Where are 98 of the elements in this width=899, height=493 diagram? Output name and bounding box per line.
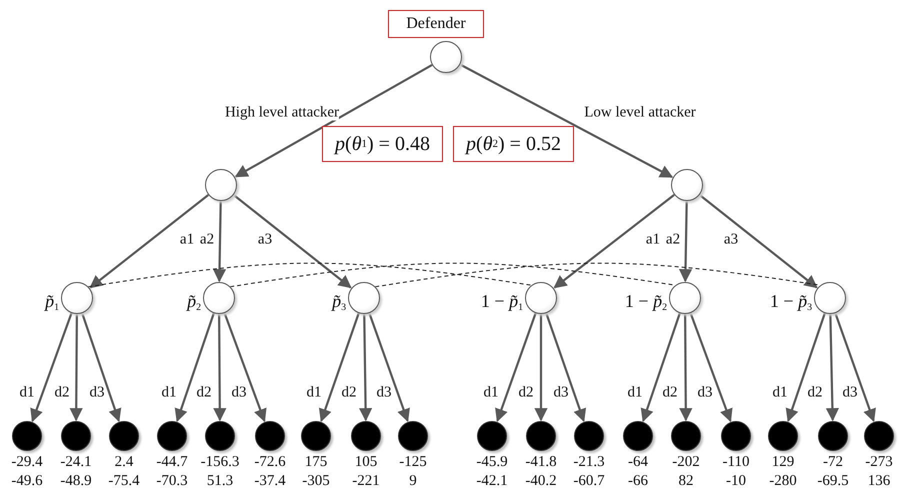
arrow — [318, 312, 360, 422]
arrow — [553, 194, 676, 288]
payoff-value: 105 — [354, 455, 378, 470]
arrow — [212, 200, 226, 282]
probability-label: 1 − p̃$_{3}$ — [770, 292, 812, 313]
terminal-node — [864, 421, 894, 451]
chance-node — [525, 282, 557, 314]
payoff-value: -70.3 — [156, 474, 188, 489]
arrow — [232, 194, 352, 288]
payoff-value: -40.2 — [525, 474, 557, 489]
decision-node — [430, 41, 462, 73]
terminal-node — [109, 421, 139, 451]
terminal-node — [398, 421, 428, 451]
payoff-value: -21.3 — [573, 455, 605, 470]
chance-node — [61, 282, 93, 314]
terminal-node — [477, 421, 507, 451]
payoff-value: -60.7 — [573, 474, 605, 489]
arrow — [640, 312, 681, 422]
arrow — [224, 312, 267, 422]
probability-label: p̃$_{1}$ — [45, 292, 59, 313]
arrow — [786, 312, 826, 422]
payoff-value: -280 — [769, 474, 797, 489]
payoff-value: -37.4 — [254, 474, 286, 489]
terminal-node — [574, 421, 604, 451]
arrow — [213, 314, 226, 422]
terminal-node — [255, 421, 285, 451]
terminal-node — [61, 421, 91, 451]
information-set-line — [88, 262, 532, 288]
arrow — [679, 314, 692, 422]
terminal-node — [721, 421, 751, 451]
chance-node — [814, 282, 846, 314]
terminal-node — [205, 421, 235, 451]
payoff-value: -45.9 — [476, 455, 508, 470]
edge-label: High level attacker — [224, 106, 340, 120]
terminal-node — [301, 421, 331, 451]
terminal-node — [526, 421, 556, 451]
payoff-value: 2.4 — [114, 455, 134, 470]
payoff-value: 136 — [868, 474, 890, 489]
arrow — [234, 64, 433, 178]
payoff-value: -48.9 — [60, 474, 92, 489]
payoff-value: 51.3 — [206, 474, 234, 489]
payoff-value: -44.7 — [156, 455, 188, 470]
payoff-value: -273 — [865, 455, 893, 470]
payoff-value: -29.4 — [11, 455, 43, 470]
probability-label: p̃$_{2}$ — [187, 292, 201, 313]
payoff-value: -69.5 — [817, 474, 849, 489]
terminal-node — [12, 421, 42, 451]
payoff-value: -66 — [628, 474, 648, 489]
arrow — [495, 312, 537, 422]
arrow — [690, 312, 733, 422]
arrow — [359, 314, 372, 422]
arrow — [174, 312, 215, 422]
chance-node — [669, 282, 701, 314]
payoff-value: -125 — [399, 455, 427, 470]
arrow — [70, 314, 83, 422]
payoff-value: -221 — [352, 474, 380, 489]
terminal-node — [351, 421, 381, 451]
probability-label: 1 − p̃$_{2}$ — [624, 292, 667, 313]
player-label: Defender — [388, 10, 484, 38]
payoff-value: -64 — [628, 455, 648, 470]
payoff-value: -305 — [302, 474, 330, 489]
payoff-value: -110 — [722, 455, 750, 470]
payoff-value: -156.3 — [200, 455, 240, 470]
arrow — [368, 312, 410, 422]
probability-label: 1 − p̃$_{1}$ — [480, 292, 523, 313]
terminal-node — [671, 421, 701, 451]
payoff-value: -72.6 — [254, 455, 286, 470]
payoff-value: -10 — [726, 474, 746, 489]
chance-node — [203, 282, 235, 314]
arrow — [826, 314, 839, 422]
terminal-node — [157, 421, 187, 451]
payoff-value: -24.1 — [60, 455, 92, 470]
payoff-value: -49.6 — [11, 474, 43, 489]
payoff-value: -41.8 — [525, 455, 557, 470]
arrow — [460, 64, 674, 178]
arrow — [89, 194, 210, 288]
chance-node — [348, 282, 380, 314]
payoff-value: 9 — [409, 474, 417, 489]
chance-node — [671, 169, 703, 201]
payoff-value: 129 — [772, 455, 794, 470]
chance-node — [205, 169, 237, 201]
terminal-node — [623, 421, 653, 451]
payoff-value: -75.4 — [108, 474, 140, 489]
payoff-value: -202 — [672, 455, 700, 470]
terminal-node — [818, 421, 848, 451]
arrow — [81, 312, 122, 422]
arrow — [834, 312, 876, 422]
payoff-value: 82 — [678, 474, 694, 489]
payoff-value: 175 — [304, 455, 328, 470]
arrow — [545, 312, 586, 422]
arrow — [30, 312, 73, 422]
payoff-value: -42.1 — [476, 474, 508, 489]
payoff-value: -72 — [823, 455, 843, 470]
probability-label: p̃$_{3}$ — [332, 292, 346, 313]
arrow — [678, 200, 692, 282]
arrow — [698, 194, 818, 288]
terminal-node — [768, 421, 798, 451]
arrow — [534, 314, 548, 422]
